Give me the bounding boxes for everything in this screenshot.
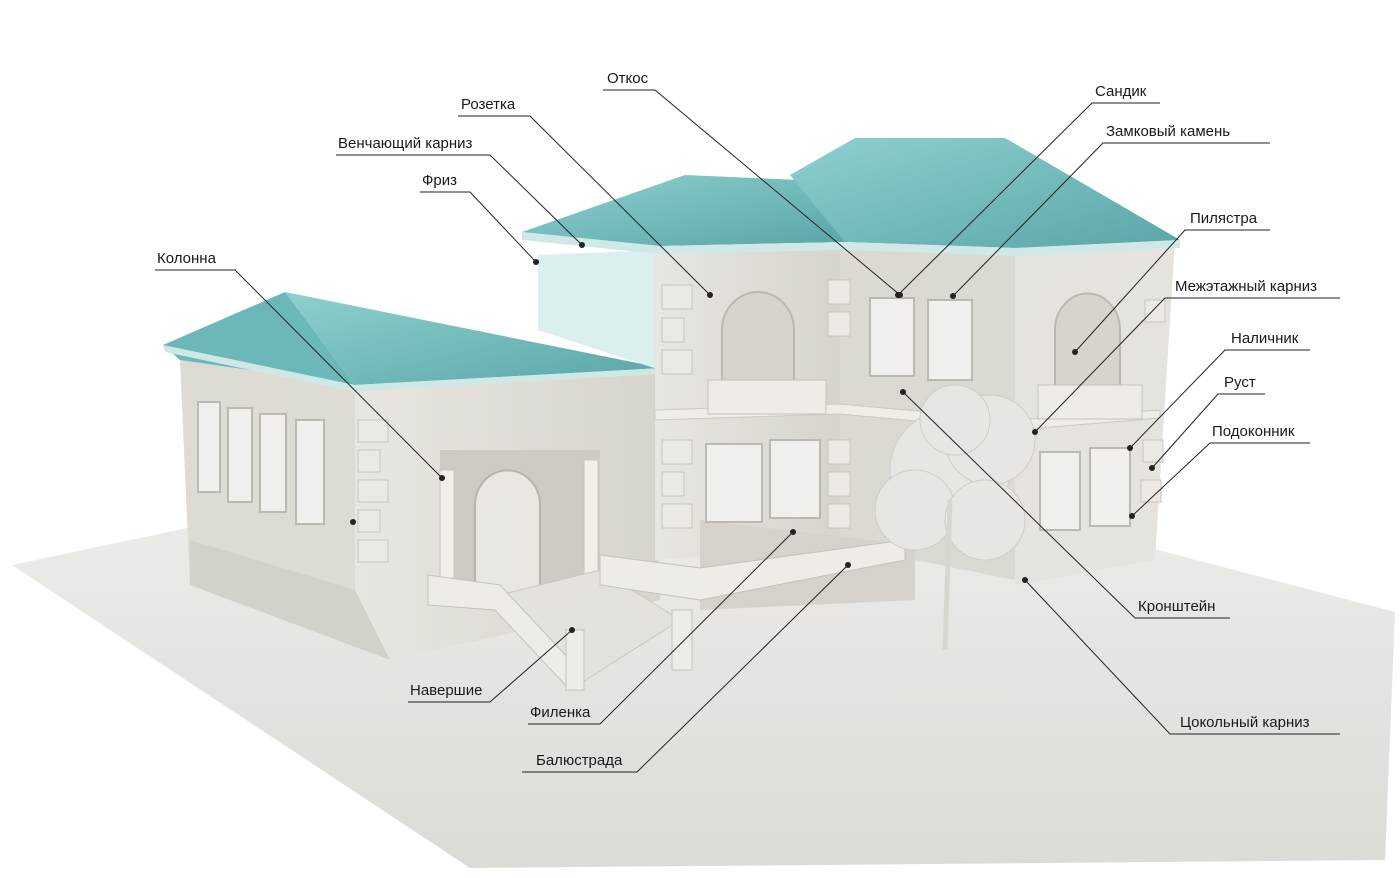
balustrade-post [671,609,693,671]
label-filenka: Филенка [530,704,591,721]
label-otkos: Откос [607,70,649,87]
balcony-right [1037,384,1143,420]
leader-dot [1072,349,1078,355]
label-rozetka: Розетка [461,96,516,113]
leader-dot [1127,445,1133,451]
leader-sandik [897,102,1160,296]
leader-pilyastra [1074,229,1270,353]
label-zamkovy-kamen: Замковый камень [1106,123,1231,140]
leader-dot [1149,465,1155,471]
leader-dot [900,389,906,395]
left-wing-quoins [357,419,389,563]
leader-rust [1151,393,1265,469]
label-balyustrada: Балюстрада [536,752,623,769]
leader-otkos [603,89,901,296]
arched-window-left [721,291,795,391]
leader-navershie [408,629,573,703]
leader-filenka [528,531,794,725]
leader-dot [350,519,356,525]
main-roof-cornice [522,232,1180,256]
left-wing-roof-side [163,292,355,385]
label-podokonnik: Подоконник [1212,423,1295,440]
leader-venchayushchiy [336,154,583,246]
label-mezhetazhny-karniz: Межэтажный карниз [1175,278,1318,295]
main-block-upper-wall-left [538,250,660,370]
left-wing-plinth [190,540,390,660]
column-right [583,459,599,581]
leader-dot [845,562,851,568]
main-roof-left [522,175,845,246]
leader-dot [950,293,956,299]
leader-dot [579,242,585,248]
left-wing-roof-edge [163,345,662,392]
label-kronshteyn: Кронштейн [1138,598,1216,615]
front-balustrade [599,539,906,601]
leader-zamkovy [952,142,1270,297]
label-sandik: Сандик [1095,83,1147,100]
leader-dot [1022,577,1028,583]
balcony-left [707,379,827,415]
label-tsokolny-karniz: Цокольный карниз [1180,714,1310,731]
lower-windows [705,439,1131,531]
leader-rozetka [458,115,711,296]
leader-dot [707,292,713,298]
left-wing-roof-front [285,292,662,385]
leader-endpoints [350,242,1155,633]
label-venchayushchiy-karniz: Венчающий карниз [338,135,473,152]
label-rust: Руст [1224,374,1256,391]
upper-windows [869,297,973,381]
label-kolonna: Колонна [157,250,216,267]
label-nalichnik: Наличник [1231,330,1299,347]
label-navershie: Навершие [410,682,483,699]
leader-friz [420,191,537,263]
leader-podokonnik [1131,442,1310,517]
leader-dot [439,475,445,481]
label-friz: Фриз [422,172,458,189]
leader-mezhetazhny [1034,297,1340,433]
leader-tsokolny [1024,579,1340,735]
leader-kronshteyn [902,391,1230,619]
main-quoins [661,279,1166,529]
leader-lines [155,89,1340,773]
left-wing-windows [197,401,325,525]
leader-dot [895,292,901,298]
pillar-finial [565,629,585,691]
main-roof-right [790,138,1180,248]
leader-nalichnik [1129,349,1310,449]
tree-trunk [942,499,953,651]
label-pilyastra: Пилястра [1190,210,1258,227]
leader-balyustrada [522,564,849,773]
leader-kolonna [155,269,443,479]
leader-dot [790,529,796,535]
leader-dot [1129,513,1135,519]
arched-window-right [1054,292,1121,391]
portico-arch-door [474,469,541,601]
leader-dot [569,627,575,633]
tree [874,384,1036,561]
leader-dot [533,259,539,265]
leader-dot [1032,429,1038,435]
